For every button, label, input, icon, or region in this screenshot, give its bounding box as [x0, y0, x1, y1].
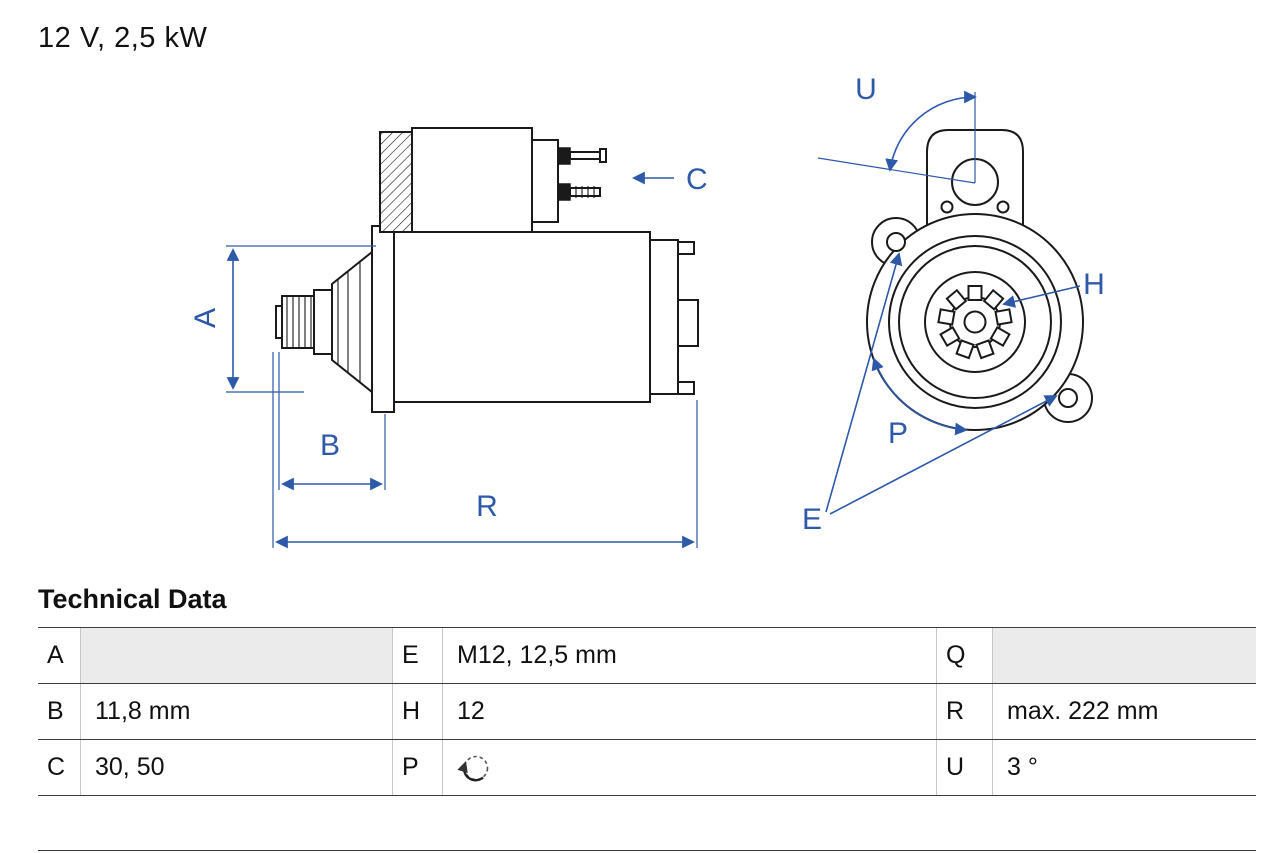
technical-data-table: A E M12, 12,5 mm Q B 11,8 mm H 12 R max.…	[38, 627, 1256, 796]
motor-body	[389, 231, 651, 403]
rotation-direction-icon	[457, 751, 495, 785]
table-row: A E M12, 12,5 mm Q	[38, 628, 1256, 684]
terminal-stud-bottom	[569, 187, 601, 197]
dim-label-r: R	[476, 490, 498, 523]
pinion-collar	[313, 289, 333, 355]
dim-p-arc	[871, 357, 968, 436]
ear-hole-right	[1058, 388, 1078, 408]
table-value-c: 30, 50	[80, 740, 392, 795]
dim-label-u: U	[855, 73, 877, 106]
side-view-dimensions: A B R C	[189, 163, 708, 549]
table-value-r: max. 222 mm	[992, 684, 1256, 739]
through-bolt-bottom	[677, 381, 695, 395]
table-value-e: M12, 12,5 mm	[442, 628, 936, 683]
table-label-e: E	[392, 628, 442, 683]
dim-e-leader-right	[829, 395, 1058, 515]
table-value-b: 11,8 mm	[80, 684, 392, 739]
solenoid-body	[411, 127, 533, 233]
technical-data-heading: Technical Data	[38, 584, 227, 614]
dim-label-e: E	[802, 503, 822, 536]
table-row: B 11,8 mm H 12 R max. 222 mm	[38, 684, 1256, 740]
dim-label-c: C	[686, 163, 708, 196]
terminal-stud-tip	[599, 148, 607, 163]
solenoid-bracket	[379, 131, 413, 233]
starter-side-view	[275, 127, 699, 413]
page-bottom-rule	[38, 850, 1256, 851]
dim-label-h: H	[1083, 268, 1105, 301]
motor-end-cap	[649, 239, 679, 395]
drive-end-flange	[371, 225, 395, 413]
dim-label-b: B	[320, 429, 340, 462]
ear-hole-left	[886, 232, 906, 252]
pinion-shaft-end	[275, 305, 283, 339]
table-label-h: H	[392, 684, 442, 739]
dim-label-a: A	[189, 308, 222, 328]
table-label-q: Q	[936, 628, 992, 683]
table-row: C 30, 50 P U 3 °	[38, 740, 1256, 796]
table-value-p	[442, 740, 936, 795]
technical-data-section: Technical Data A E M12, 12,5 mm Q B 11,8…	[38, 584, 1256, 796]
terminal-50	[557, 183, 571, 201]
solenoid-end-cap	[531, 139, 559, 223]
dim-label-p: P	[888, 417, 908, 450]
dim-h-leader	[1002, 285, 1081, 308]
end-cap-boss	[677, 299, 699, 347]
terminal-30	[557, 147, 571, 165]
table-label-p: P	[392, 740, 442, 795]
starter-front-view	[866, 129, 1093, 431]
table-label-c: C	[38, 740, 80, 795]
dim-e-leader-left	[825, 252, 903, 513]
tab-bolt-hole-left	[940, 200, 954, 214]
product-spec-title: 12 V, 2,5 kW	[38, 22, 208, 54]
table-value-a	[80, 628, 392, 683]
shaft-hole	[963, 310, 987, 334]
table-value-q	[992, 628, 1256, 683]
stud-threads	[575, 186, 595, 198]
gear-teeth	[937, 285, 1013, 360]
table-label-b: B	[38, 684, 80, 739]
through-bolt-top	[677, 241, 695, 255]
table-value-u: 3 °	[992, 740, 1256, 795]
table-value-h: 12	[442, 684, 936, 739]
pinion-teeth	[286, 296, 312, 348]
table-label-a: A	[38, 628, 80, 683]
dim-u-arc	[885, 90, 977, 172]
cone-ribs	[337, 262, 361, 382]
table-label-r: R	[936, 684, 992, 739]
product-technical-drawing: A B R C	[189, 73, 1105, 549]
front-view-dimensions: U H P E	[802, 73, 1105, 536]
tab-bolt-hole-right	[996, 200, 1010, 214]
drive-housing-cone	[331, 249, 373, 395]
table-label-u: U	[936, 740, 992, 795]
